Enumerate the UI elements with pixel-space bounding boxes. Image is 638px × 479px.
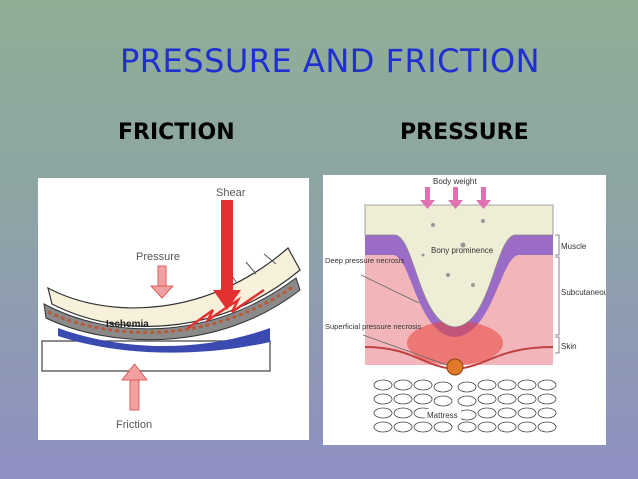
friction-diagram-svg: Shear Pressure Ischemia Friction [41, 187, 301, 431]
shear-arrow-shaft [221, 200, 233, 292]
pressure-diagram-svg: Bony prominence Mattress Body weight Mus… [325, 177, 636, 433]
pressure-arrow-head [150, 285, 174, 299]
mattress-coils [373, 379, 557, 433]
shear-arrow-head [213, 290, 241, 310]
friction-arrow-shaft [129, 377, 140, 411]
body-weight-arrows [420, 187, 491, 209]
necrosis-zone [407, 321, 503, 365]
bone [47, 247, 301, 327]
pressure-column-label: PRESSURE [400, 120, 529, 145]
shear-label: Shear [216, 187, 246, 199]
superficial-necrosis-spot [446, 358, 464, 376]
tissue-layer [43, 277, 301, 341]
bony-prominence [364, 204, 554, 328]
skin-label: Skin [561, 342, 577, 351]
friction-label: Friction [116, 419, 152, 431]
slide-title: PRESSURE AND FRICTION [120, 42, 541, 80]
subcutaneous-bracket [555, 256, 560, 336]
skin-bracket [555, 336, 560, 354]
pressure-diagram: Bony prominence Mattress Body weight Mus… [323, 175, 636, 445]
bony-prominence-label: Bony prominence [431, 246, 494, 255]
shear-zigzag [187, 288, 265, 330]
damaged-tissue-line [47, 284, 295, 334]
ischemia-layer [58, 328, 270, 353]
muscle-bracket [555, 234, 560, 256]
friction-column-label: FRICTION [118, 120, 235, 145]
ischemia-label: Ischemia [106, 319, 149, 330]
pressure-arrow-shaft [157, 265, 167, 289]
pressure-label: Pressure [136, 251, 180, 263]
deep-necrosis-leader [360, 274, 420, 304]
superficial-necrosis-label: Superficial pressure necrosis [325, 322, 422, 331]
friction-diagram: Shear Pressure Ischemia Friction [38, 178, 309, 440]
mattress-label: Mattress [427, 411, 458, 420]
body-weight-label: Body weight [433, 177, 477, 186]
friction-arrow-head [121, 363, 148, 381]
deep-necrosis-label: Deep pressure necrosis [325, 256, 404, 265]
muscle-label: Muscle [561, 242, 587, 251]
superficial-necrosis-leader [362, 334, 448, 366]
subcutaneous-label: Subcutaneous tissue [561, 288, 606, 297]
